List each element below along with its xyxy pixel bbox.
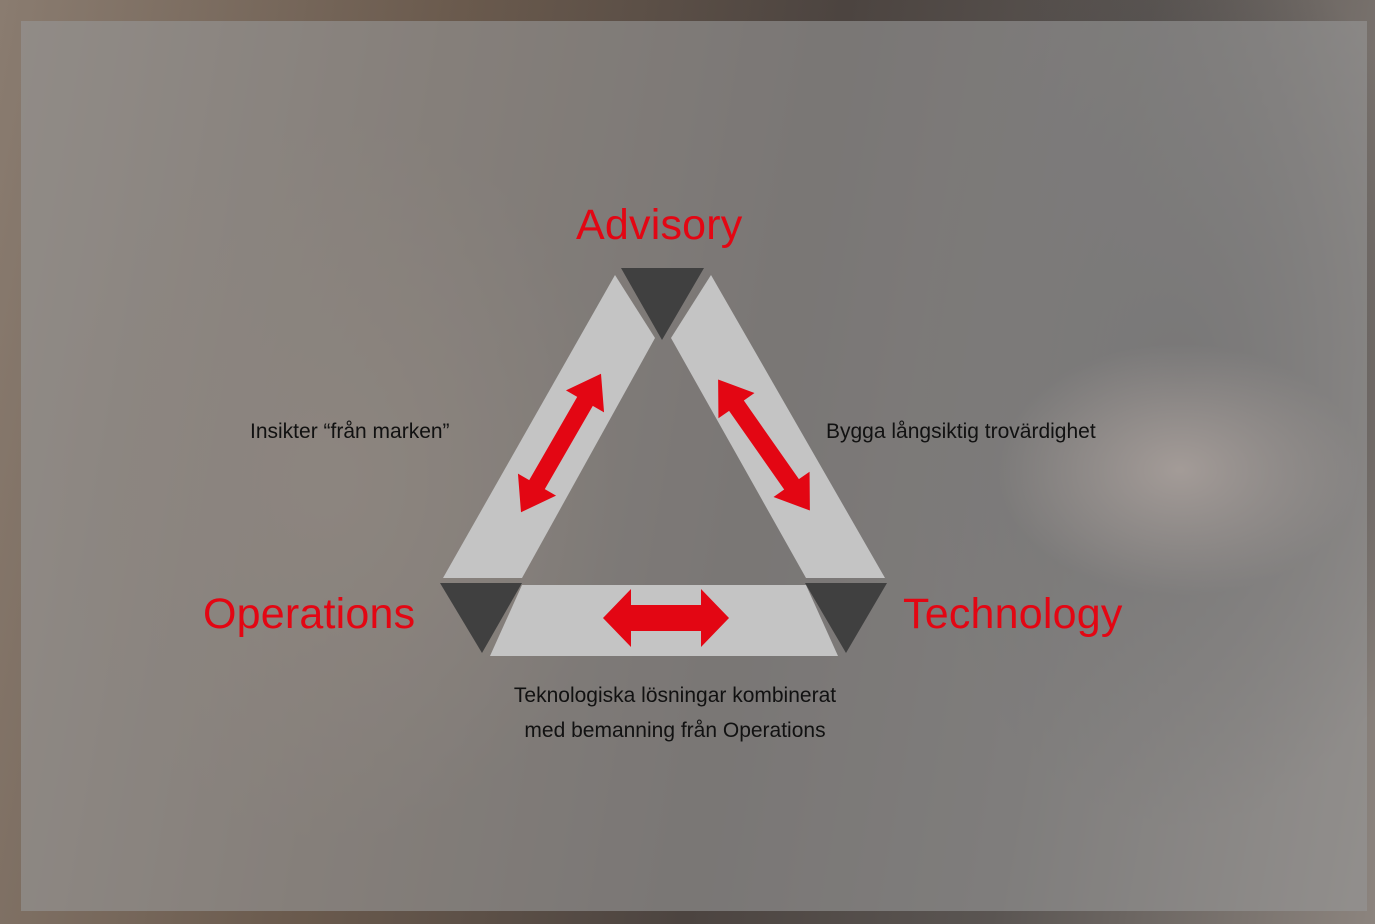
arrow-advisory-operations — [517, 373, 605, 513]
arrow-advisory-technology — [718, 379, 810, 511]
node-technology-label: Technology — [903, 590, 1123, 638]
arrow-operations-technology — [603, 589, 729, 647]
edge-advisory-technology-label: Bygga långsiktig trovärdighet — [826, 420, 1096, 443]
corner-bottom-right — [805, 583, 887, 653]
node-operations-label: Operations — [203, 590, 416, 638]
band-left — [443, 275, 655, 578]
overlay-panel — [21, 21, 1367, 911]
edge-advisory-operations-label: Insikter “från marken” — [250, 420, 450, 443]
node-advisory-label: Advisory — [576, 201, 743, 249]
edge-operations-technology-label: Teknologiska lösningar kombinerat med be… — [513, 684, 837, 742]
corner-bottom-left — [440, 583, 522, 653]
corner-top — [621, 268, 704, 340]
band-right — [671, 275, 885, 578]
